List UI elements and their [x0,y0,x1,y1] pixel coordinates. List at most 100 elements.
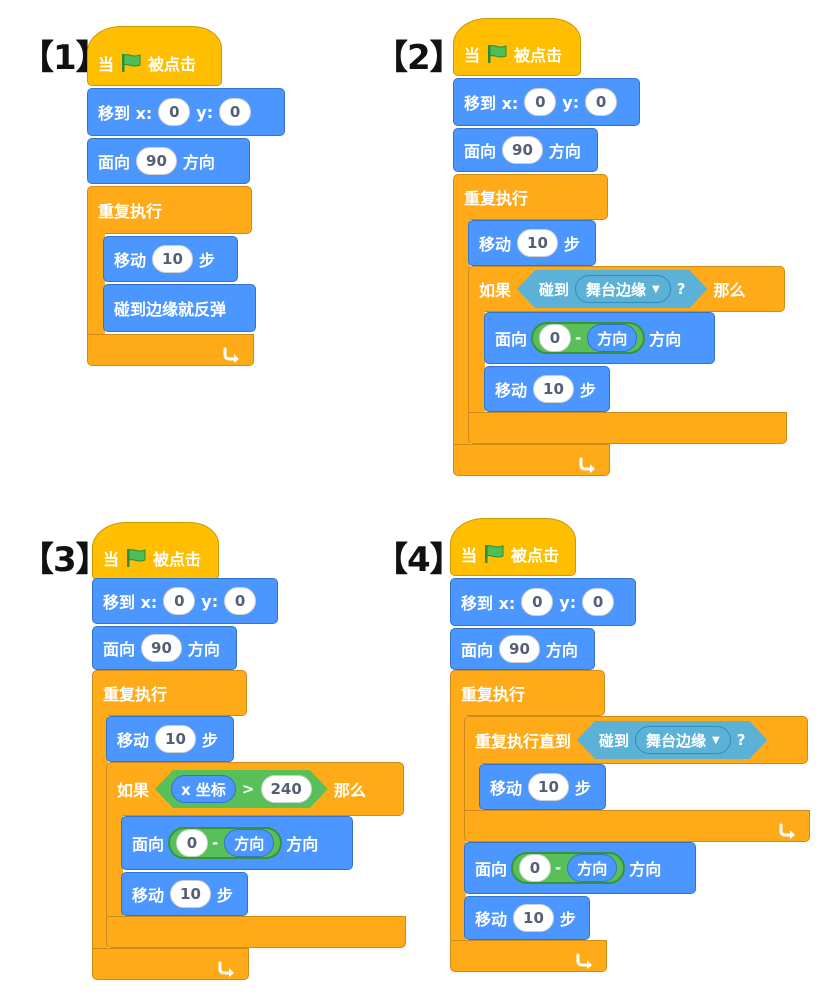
when-flag-clicked-block[interactable]: 当 被点击 [453,18,581,76]
when-text: 当 [461,546,478,565]
direction-text: 方向 [182,153,215,172]
forever-bottom [87,334,254,366]
then-text: 那么 [713,281,746,300]
steps-input[interactable]: 10 [152,245,193,273]
face-text: 面向 [495,330,528,349]
direction-text: 方向 [545,641,578,660]
x-input[interactable]: 0 [158,98,191,126]
if-then-block[interactable]: 如果 碰到 舞台边缘▼ ? 那么 [468,266,785,312]
loop-arrow-icon [218,961,234,977]
y-input[interactable]: 0 [224,587,257,615]
subtract-operator[interactable]: 0 - 方向 [531,322,646,354]
move-steps-block[interactable]: 移动 10 步 [479,764,606,810]
operand-zero[interactable]: 0 [176,829,209,857]
steps-input[interactable]: 10 [170,880,211,908]
steps-text: 步 [579,381,596,400]
direction-input[interactable]: 90 [136,147,177,175]
y-input[interactable]: 0 [582,588,615,616]
repeat-until-block[interactable]: 重复执行直到 碰到 舞台边缘▼ ? [464,716,808,764]
when-text: 当 [464,46,481,65]
panel-4-label: 【4】 [374,540,464,580]
touching-text: 碰到 [539,280,570,299]
point-direction-block[interactable]: 面向 0 - 方向 方向 [121,816,353,870]
face-text: 面向 [132,835,165,854]
steps-input[interactable]: 10 [513,904,554,932]
direction-input[interactable]: 90 [499,635,540,663]
move-steps-block[interactable]: 移动 10 步 [103,236,238,282]
minus-text: - [575,329,582,347]
when-flag-clicked-block[interactable]: 当 被点击 [92,522,219,580]
goto-xy-block[interactable]: 移到 x: 0 y: 0 [450,578,636,626]
y-input[interactable]: 0 [585,88,618,116]
point-direction-block[interactable]: 面向 0 - 方向 方向 [484,312,715,364]
x-input[interactable]: 0 [524,88,557,116]
direction-input[interactable]: 90 [141,634,182,662]
steps-input[interactable]: 10 [155,725,196,753]
edge-dropdown[interactable]: 舞台边缘▼ [575,275,671,303]
move-steps-block[interactable]: 移动 10 步 [484,366,610,412]
steps-text: 步 [216,886,233,905]
dropdown-caret-icon: ▼ [712,734,720,746]
move-steps-block[interactable]: 移动 10 步 [106,716,234,762]
forever-block[interactable]: 重复执行 [92,670,247,716]
steps-text: 步 [574,779,591,798]
move-steps-block[interactable]: 移动 10 步 [121,872,248,916]
subtract-operator[interactable]: 0 - 方向 [168,827,283,859]
point-direction-block[interactable]: 面向 90 方向 [453,128,598,172]
if-bottom [106,916,406,948]
direction-text: 方向 [187,640,220,659]
move-text: 移动 [132,886,165,905]
y-input[interactable]: 0 [219,98,252,126]
direction-reporter[interactable]: 方向 [587,324,638,352]
loop-arrow-icon [779,823,795,839]
bounce-on-edge-block[interactable]: 碰到边缘就反弹 [103,284,256,332]
touching-edge-condition[interactable]: 碰到 舞台边缘▼ ? [577,721,767,759]
greater-than-condition[interactable]: x 坐标 > 240 [155,770,328,808]
edge-dropdown[interactable]: 舞台边缘 ▼ [635,726,731,754]
direction-input[interactable]: 90 [502,136,543,164]
move-text: 移动 [114,251,147,270]
forever-block[interactable]: 重复执行 [87,186,252,234]
goto-xy-block[interactable]: 移到 x: 0 y: 0 [87,88,285,136]
x-input[interactable]: 0 [163,587,196,615]
move-text: 移动 [117,731,150,750]
steps-text: 步 [201,731,218,750]
forever-block[interactable]: 重复执行 [453,174,608,220]
question-text: ? [736,731,746,749]
operand-zero[interactable]: 0 [539,324,572,352]
forever-text: 重复执行 [461,685,526,704]
dropdown-caret-icon: ▼ [652,283,660,295]
steps-input[interactable]: 10 [517,229,558,257]
x-position-reporter[interactable]: x 坐标 [171,775,236,803]
when-flag-clicked-block[interactable]: 当 被点击 [87,26,222,86]
move-steps-block[interactable]: 移动 10 步 [468,220,596,266]
steps-input[interactable]: 10 [533,375,574,403]
point-direction-block[interactable]: 面向 90 方向 [87,138,250,184]
direction-text: 方向 [548,142,581,161]
steps-input[interactable]: 10 [528,773,569,801]
point-direction-block[interactable]: 面向 90 方向 [450,628,595,670]
x-input[interactable]: 0 [521,588,554,616]
goto-xy-block[interactable]: 移到 x: 0 y: 0 [92,578,278,624]
move-steps-block[interactable]: 移动 10 步 [464,896,590,940]
direction-reporter[interactable]: 方向 [224,829,275,857]
point-direction-block[interactable]: 面向 90 方向 [92,626,237,670]
edge-text: 舞台边缘 [646,731,707,750]
if-text: 如果 [479,281,512,300]
when-flag-clicked-block[interactable]: 当 被点击 [450,518,576,576]
green-flag-icon [122,54,141,72]
if-then-block[interactable]: 如果 x 坐标 > 240 那么 [106,762,404,816]
goto-xy-block[interactable]: 移到 x: 0 y: 0 [453,78,640,126]
operand-240[interactable]: 240 [261,775,312,803]
operand-zero[interactable]: 0 [519,854,552,882]
point-direction-block[interactable]: 面向 0 - 方向 方向 [464,842,696,894]
touching-edge-condition[interactable]: 碰到 舞台边缘▼ ? [517,270,707,308]
move-text: 移动 [490,779,523,798]
move-text: 移动 [475,910,508,929]
clicked-text: 被点击 [148,55,197,74]
direction-reporter[interactable]: 方向 [567,854,618,882]
goto-text: 移到 x: [464,94,519,113]
forever-block[interactable]: 重复执行 [450,670,605,716]
face-text: 面向 [464,142,497,161]
subtract-operator[interactable]: 0 - 方向 [511,852,626,884]
